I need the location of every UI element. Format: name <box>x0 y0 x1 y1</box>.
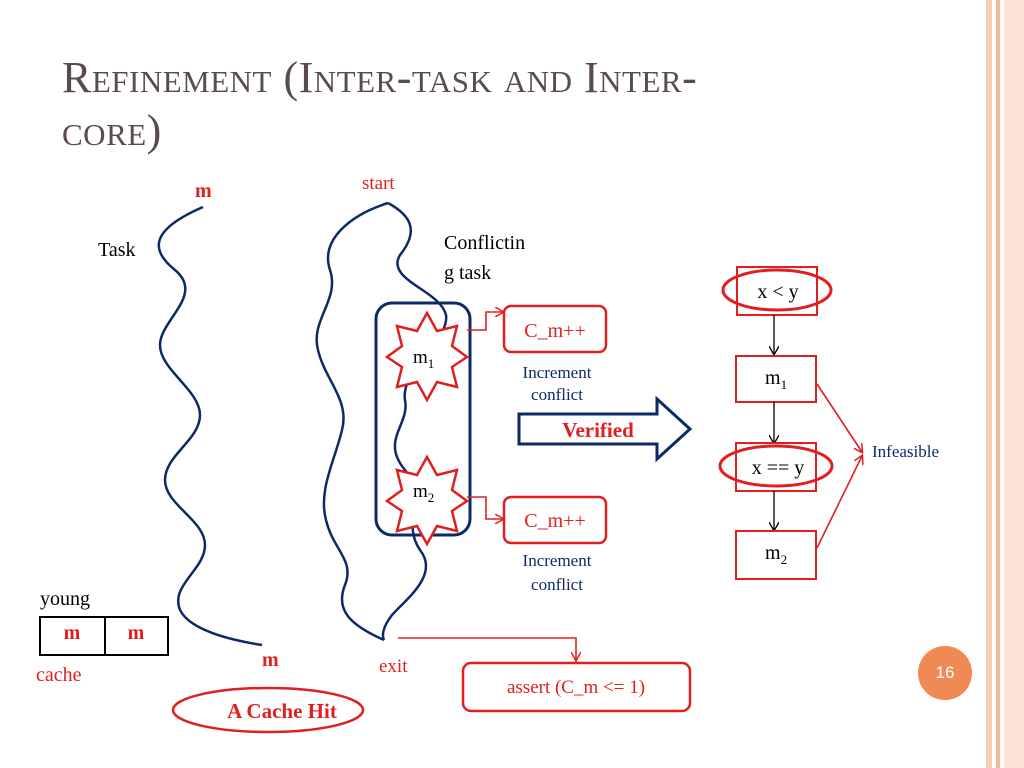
cache-hit-ellipse <box>171 686 365 734</box>
access-star-m2 <box>384 454 470 547</box>
task-wave <box>157 205 263 647</box>
task-top-label: m <box>195 180 212 202</box>
border-stripe <box>996 0 1000 768</box>
verified-label: Verified <box>562 418 634 442</box>
verified-arrow <box>517 395 693 463</box>
conflicting-task-label-1: Conflictin <box>444 232 525 254</box>
cache-label: cache <box>36 664 82 686</box>
cache-hit-label: A Cache Hit <box>227 699 337 723</box>
flow-node-m1 <box>735 355 817 403</box>
flow-node-m2-label: m2 <box>765 542 787 567</box>
flow-node-m1-label: m1 <box>765 367 787 392</box>
conflicting-task-wave-left <box>315 201 389 642</box>
infeasible-line-top <box>816 383 862 452</box>
flow-node-x-eq-y-highlight <box>718 444 834 488</box>
counter-note-2-line2: conflict <box>531 575 583 594</box>
access-label-m1: m1 <box>413 347 434 371</box>
counter-note-1-line1: Increment <box>523 363 592 382</box>
young-label: young <box>40 588 90 610</box>
flow-node-x-lt-y-label: x < y <box>757 281 798 303</box>
assert-label: assert (C_m <= 1) <box>507 677 645 698</box>
cache-cell-1 <box>39 616 106 656</box>
arrow-to-counter2 <box>467 496 503 519</box>
infeasible-label: Infeasible <box>872 442 939 461</box>
counter-note-1-line2: conflict <box>531 385 583 404</box>
slide-title-line1: Refinement (Inter-task and Inter- <box>62 53 698 102</box>
flow-node-x-lt-y-highlight <box>721 268 833 312</box>
arrow-to-counter1 <box>467 312 503 331</box>
cache-cell-2-label: m <box>128 622 145 644</box>
assert-box <box>461 661 692 713</box>
cache-cell-1-label: m <box>64 622 81 644</box>
flow-node-x-eq-y-label: x == y <box>752 457 805 479</box>
infeasible-line-bottom <box>816 456 862 549</box>
task-label: Task <box>98 239 135 261</box>
slide-title-line2: core) <box>62 105 162 155</box>
slide-title: Refinement (Inter-task and Inter- core) <box>62 52 942 158</box>
access-label-m2: m2 <box>413 481 434 505</box>
counter-box-1 <box>502 304 608 354</box>
start-label: start <box>362 173 395 194</box>
border-stripe <box>1004 0 1024 768</box>
cache-cell-2 <box>104 616 169 656</box>
arrow-to-assert <box>398 637 576 660</box>
conflicting-task-wave-right <box>381 201 448 641</box>
counter-label-2: C_m++ <box>524 510 585 532</box>
slide-number-badge: 16 <box>918 646 972 700</box>
exit-label: exit <box>379 656 408 677</box>
border-stripe <box>986 0 992 768</box>
counter-box-2 <box>502 495 608 545</box>
counter-label-1: C_m++ <box>524 320 585 342</box>
conflicting-task-label-2: g task <box>444 262 491 284</box>
flow-node-m2 <box>735 530 817 580</box>
counter-note-2-line1: Increment <box>523 551 592 570</box>
task-bottom-label: m <box>262 649 279 671</box>
access-star-m1 <box>384 310 470 403</box>
